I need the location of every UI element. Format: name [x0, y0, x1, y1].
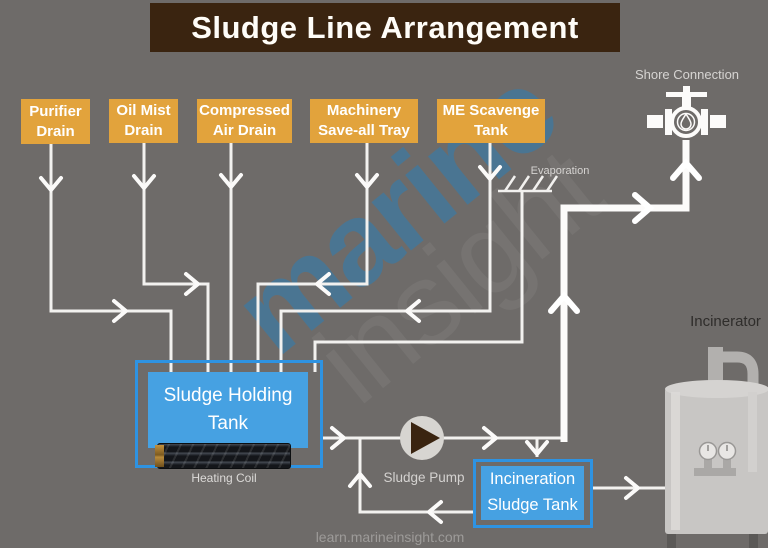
pipe-purifier-drain [49, 144, 173, 372]
incinerator-label: Incinerator [690, 313, 761, 330]
arrow-down-icon [132, 174, 156, 192]
heating-coil-label: Heating Coil [191, 471, 257, 485]
arrow-down-icon [478, 165, 502, 183]
arrow-right-icon [184, 272, 202, 296]
source-box-compressed-air-drain: Compressed Air Drain [197, 99, 292, 143]
arrow-right-icon [330, 426, 348, 450]
pipe-return-line [358, 438, 473, 514]
source-box-me-scavenge-tank: ME Scavenge Tank [437, 99, 545, 143]
arrow-up-icon [548, 291, 580, 314]
heating-coil-fitting [155, 445, 164, 467]
pipe-evaporation [313, 191, 524, 372]
pump-icon [400, 416, 444, 460]
arrow-down-icon [219, 173, 243, 191]
arrow-left-icon [403, 299, 421, 323]
flow-arrows [39, 165, 642, 524]
source-box-oil-mist-drain: Oil Mist Drain [109, 99, 178, 143]
source-box-machinery-saveall-tray: Machinery Save-all Tray [310, 99, 418, 143]
arrow-down-icon [355, 173, 379, 191]
arrow-right-icon [482, 426, 500, 450]
source-box-purifier-drain: Purifier Drain [21, 99, 90, 144]
incineration-sludge-tank: Incineration Sludge Tank [481, 466, 584, 520]
pipe-oil-mist-drain [142, 143, 210, 372]
evaporation-vent-icon [498, 175, 559, 193]
arrow-right-icon [112, 299, 130, 323]
heating-coil-graphic [157, 443, 291, 469]
shore-connection-label: Shore Connection [634, 67, 740, 82]
arrow-up-icon [670, 158, 702, 181]
website-credit: learn.marineinsight.com [315, 529, 465, 545]
arrow-down-icon [39, 176, 63, 194]
pipe-main-discharge [560, 140, 690, 442]
arrow-left-icon [425, 500, 443, 524]
pipe-me-scavenge [279, 143, 492, 372]
arrow-right-icon [624, 476, 642, 500]
pipe-machinery-saveall [256, 143, 369, 372]
arrow-up-icon [348, 470, 372, 488]
incinerator-graphic [665, 347, 768, 548]
page-title: Sludge Line Arrangement [150, 3, 620, 52]
arrow-right-icon [632, 192, 655, 224]
incineration-sludge-tank-outline [473, 459, 593, 528]
shore-valve-icon [647, 86, 726, 138]
sludge-pump-label: Sludge Pump [383, 470, 465, 485]
arrow-down-icon [525, 440, 549, 458]
sludge-holding-tank: Sludge Holding Tank [148, 372, 308, 448]
arrow-left-icon [313, 272, 331, 296]
discharge-arrows [548, 158, 702, 314]
evaporation-label: Evaporation [530, 165, 590, 177]
